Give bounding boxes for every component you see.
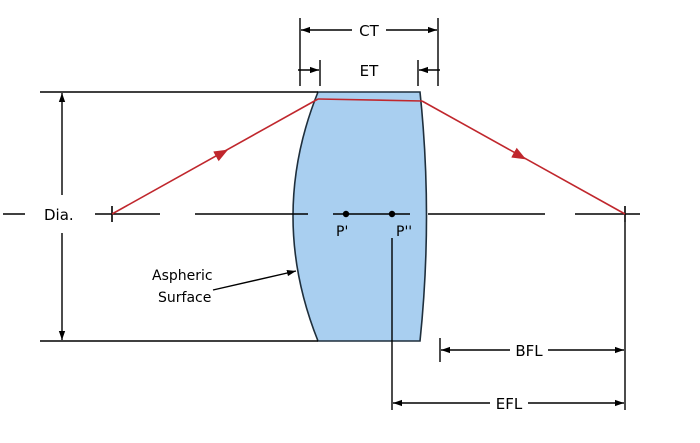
aspheric-label-line2: Surface [158, 290, 211, 306]
principal-point-rear [388, 210, 396, 218]
et-label: ET [360, 62, 379, 80]
extension-lines [40, 18, 626, 410]
p-prime-label: P' [336, 224, 348, 240]
p-double-prime-label: P'' [396, 224, 412, 240]
aspheric-leader-arrow [212, 269, 297, 291]
efl-label: EFL [496, 395, 523, 413]
ct-label: CT [359, 22, 379, 40]
principal-point-front [342, 210, 350, 218]
lens-body [292, 91, 428, 342]
aspheric-label-line1: Aspheric [152, 268, 213, 284]
dia-label: Dia. [44, 206, 74, 224]
bfl-label: BFL [515, 342, 543, 360]
